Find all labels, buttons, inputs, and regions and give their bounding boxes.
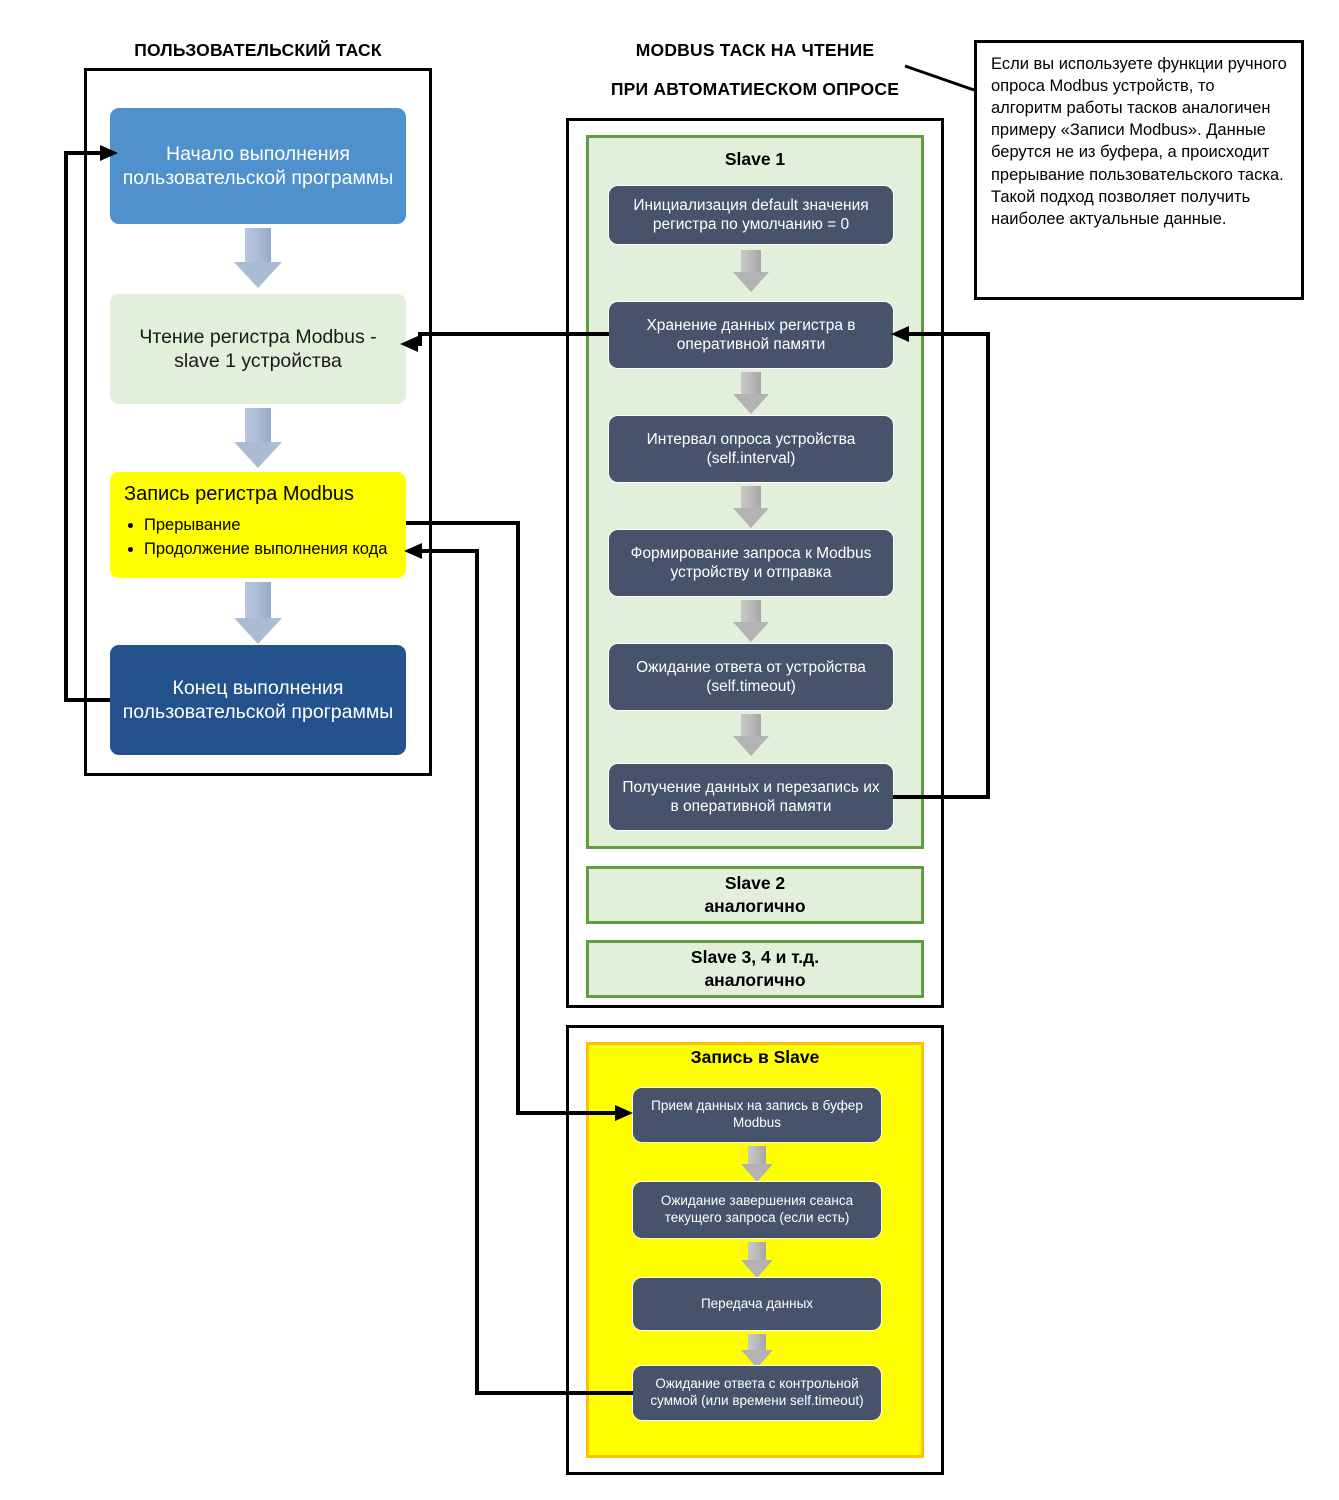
slave-2-panel[interactable]: Slave 2 аналогично xyxy=(586,866,924,924)
user-task-write-box[interactable]: Запись регистра Modbus Прерывание Продол… xyxy=(110,472,406,578)
slave1-step-store[interactable]: Хранение данных регистра в оперативной п… xyxy=(609,302,893,368)
user-task-write-bullets: Прерывание Продолжение выполнения кода xyxy=(124,514,392,562)
arrow-request-to-wait xyxy=(0,0,769,642)
write-step-wait-session[interactable]: Ожидание завершения сеанса текущего запр… xyxy=(633,1182,881,1238)
write-step-wait-crc[interactable]: Ожидание ответа с контрольной суммой (ил… xyxy=(633,1366,881,1420)
slave-2-label-line1: Slave 2 xyxy=(724,873,786,894)
user-task-read-box[interactable]: Чтение регистра Modbus - slave 1 устройс… xyxy=(110,294,406,404)
note-text: Если вы используете функции ручного опро… xyxy=(991,55,1287,228)
middle-column-title-line1: MODBUS ТАСК НА ЧТЕНИЕ xyxy=(635,40,875,60)
note-box: Если вы используете функции ручного опро… xyxy=(974,40,1304,300)
slave1-step-interval[interactable]: Интервал опроса устройства (self.interva… xyxy=(609,416,893,482)
slave-2-label-line2: аналогично xyxy=(704,896,806,916)
slave-rest-panel[interactable]: Slave 3, 4 и т.д. аналогично xyxy=(586,940,924,998)
write-bullet-continue: Продолжение выполнения кода xyxy=(144,538,392,562)
middle-column-title-line2: ПРИ АВТОМАТИЕСКОМ ОПРОСЕ xyxy=(610,79,900,99)
slave1-step-receive[interactable]: Получение данных и перезапись их в опера… xyxy=(609,764,893,830)
arrow-init-to-store xyxy=(0,0,769,292)
user-task-start-box[interactable]: Начало выполнения пользовательской прогр… xyxy=(110,108,406,224)
arrow-buffer-to-waitsession xyxy=(0,0,773,1182)
arrow-waitsession-to-transmit xyxy=(0,0,773,1278)
arrow-start-to-read xyxy=(0,0,296,288)
user-task-write-title: Запись регистра Modbus xyxy=(124,483,355,505)
arrow-read-to-write xyxy=(0,0,296,468)
arrow-store-to-interval xyxy=(0,0,769,414)
slave1-step-request[interactable]: Формирование запроса к Modbus устройству… xyxy=(609,530,893,596)
slave-1-label: Slave 1 xyxy=(724,149,786,169)
write-step-transmit[interactable]: Передача данных xyxy=(633,1278,881,1330)
write-step-receive-buffer[interactable]: Прием данных на запись в буфер Modbus xyxy=(633,1088,881,1142)
user-task-end-box[interactable]: Конец выполнения пользовательской програ… xyxy=(110,645,406,755)
arrow-interval-to-request xyxy=(0,0,769,528)
arrow-wait-to-receive xyxy=(0,0,769,756)
arrow-write-to-end xyxy=(0,0,296,644)
left-column-title: ПОЛЬЗОВАТЕЛЬСКИЙ ТАСК xyxy=(134,40,382,60)
arrow-transmit-to-waitcrc xyxy=(0,0,773,1368)
write-slave-title: Запись в Slave xyxy=(690,1047,820,1067)
slave1-step-init[interactable]: Инициализация default значения регистра … xyxy=(609,186,893,244)
write-bullet-interrupt: Прерывание xyxy=(144,514,392,538)
slave-rest-label-line2: аналогично xyxy=(704,970,806,990)
slave-rest-label-line1: Slave 3, 4 и т.д. xyxy=(690,947,820,968)
slave1-step-wait-response[interactable]: Ожидание ответа от устройства (self.time… xyxy=(609,644,893,710)
